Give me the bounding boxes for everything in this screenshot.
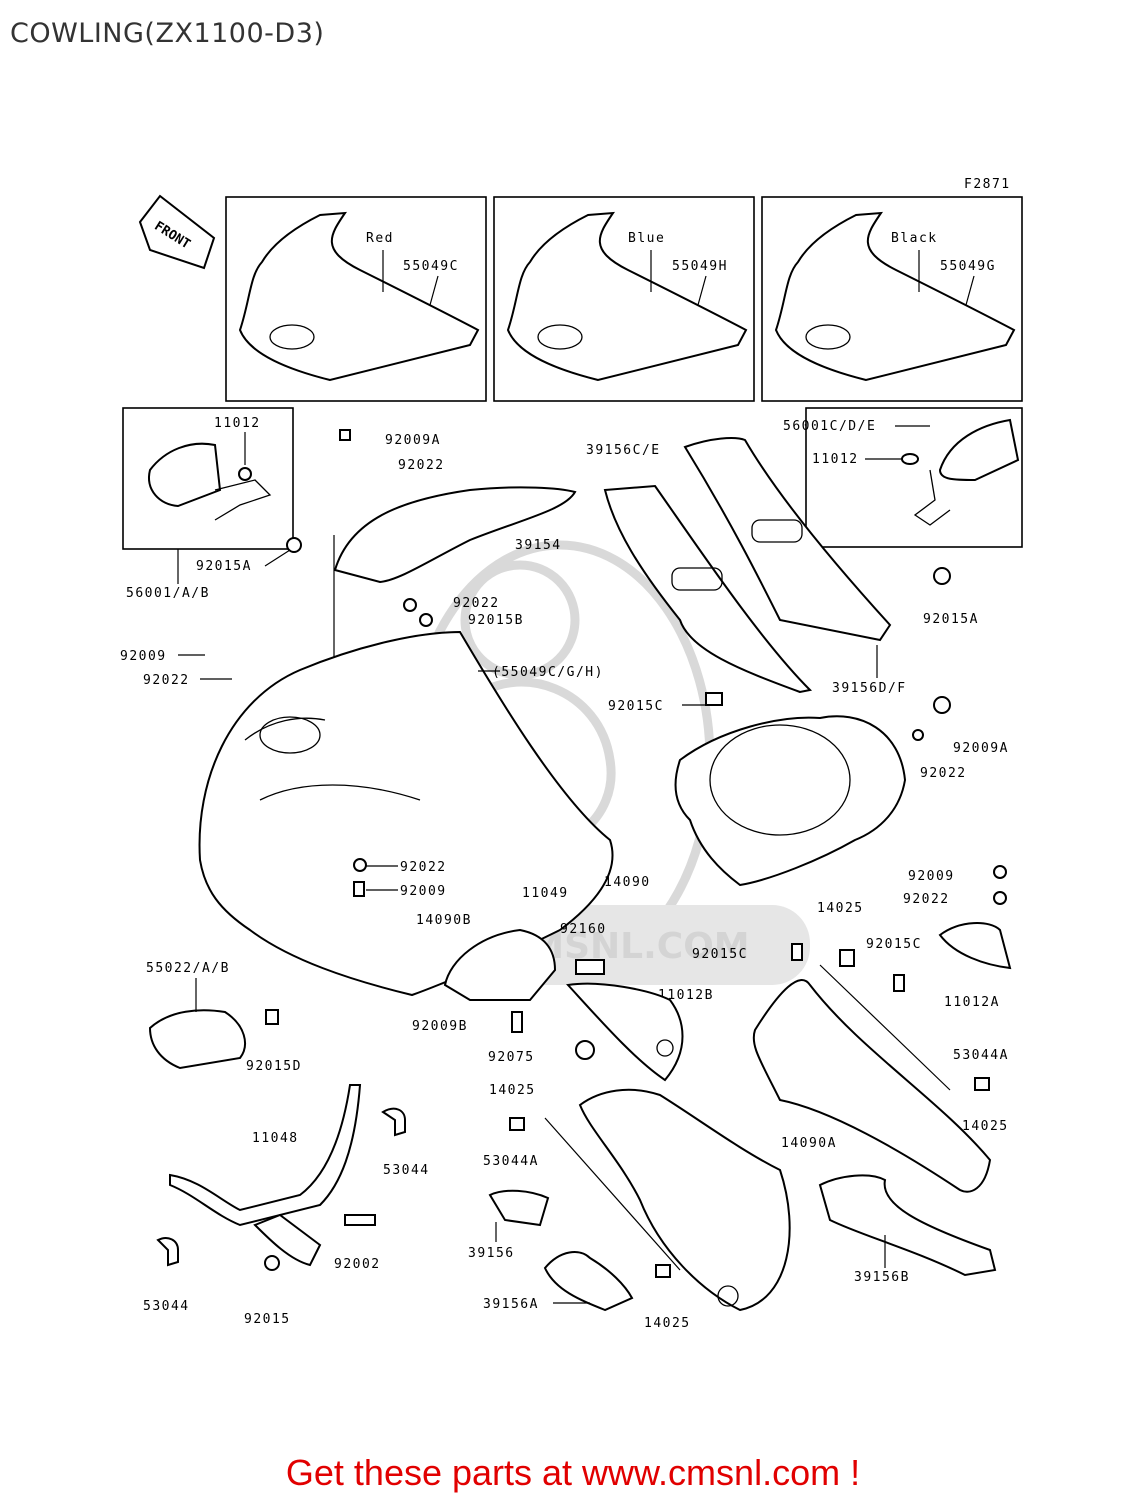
label-92009b: 92009B	[412, 1019, 468, 1034]
variant-box-blue: Blue 55049H	[493, 196, 755, 402]
variant-part-blue: 55049H	[672, 259, 728, 274]
part-14090b	[443, 928, 605, 1001]
label-14090a: 14090A	[781, 1136, 837, 1151]
label-92015: 92015	[244, 1312, 291, 1327]
part-11048	[156, 1084, 406, 1271]
variant-color-black: Black	[891, 231, 938, 246]
label-11012-left: 11012	[214, 416, 261, 431]
label-92009a-right: 92009A	[953, 741, 1009, 756]
label-39156ce: 39156C/E	[586, 443, 661, 458]
label-92022-right: 92022	[920, 766, 967, 781]
label-92009a-top: 92009A	[385, 433, 441, 448]
label-14025-d: 14025	[644, 1316, 691, 1331]
mirror-right	[805, 407, 1023, 585]
variant-box-black: Black 55049G	[761, 196, 1023, 402]
label-11012a: 11012A	[944, 995, 1000, 1010]
label-53044-a: 53044	[383, 1163, 430, 1178]
label-56001cde: 56001C/D/E	[783, 419, 876, 434]
cta-link[interactable]: Get these parts at www.cmsnl.com !	[285, 1452, 861, 1493]
label-92009-left: 92009	[120, 649, 167, 664]
label-92075: 92075	[488, 1050, 535, 1065]
label-11049: 11049	[522, 886, 569, 901]
page-title: COWLING(ZX1100-D3)	[10, 18, 325, 49]
label-14090b: 14090B	[416, 913, 472, 928]
label-14025-b: 14025	[962, 1119, 1009, 1134]
mirror-left	[122, 407, 302, 553]
variant-part-black: 55049G	[940, 259, 996, 274]
label-92009-r2: 92009	[908, 869, 955, 884]
label-11048: 11048	[252, 1131, 299, 1146]
label-92015a-left: 92015A	[196, 559, 252, 574]
label-56001ab: 56001/A/B	[126, 586, 210, 601]
label-92015b: 92015B	[468, 613, 524, 628]
part-39156ce	[603, 484, 813, 694]
variant-color-red: Red	[366, 231, 394, 246]
label-11012-right: 11012	[812, 452, 859, 467]
label-11012b: 11012B	[658, 988, 714, 1003]
label-92022-top: 92022	[398, 458, 445, 473]
label-92022-b: 92022	[453, 596, 500, 611]
label-39154: 39154	[515, 538, 562, 553]
part-11012b	[566, 982, 684, 1082]
part-39156-pads	[488, 1174, 997, 1312]
label-39156df: 39156D/F	[832, 681, 907, 696]
label-92009-mid: 92009	[400, 884, 447, 899]
part-upper-cowling	[198, 630, 614, 997]
label-92015c-a: 92015C	[608, 699, 664, 714]
label-92015c-c: 92015C	[866, 937, 922, 952]
label-14025-c: 14025	[489, 1083, 536, 1098]
label-39156: 39156	[468, 1246, 515, 1261]
label-92015d: 92015D	[246, 1059, 302, 1074]
figure-code: F2871	[964, 177, 1011, 192]
label-92015c-b: 92015C	[692, 947, 748, 962]
label-53044a-l: 53044A	[483, 1154, 539, 1169]
label-14090: 14090	[604, 875, 651, 890]
label-92022-mid: 92022	[400, 860, 447, 875]
label-55022ab: 55022/A/B	[146, 961, 230, 976]
front-arrow-icon: FRONT	[138, 194, 216, 270]
part-14090	[674, 715, 907, 887]
label-39156b: 39156B	[854, 1270, 910, 1285]
label-14025-a: 14025	[817, 901, 864, 916]
part-39156df	[683, 437, 892, 642]
variant-box-red: Red 55049C	[225, 196, 487, 402]
label-92002: 92002	[334, 1257, 381, 1272]
variant-color-blue: Blue	[628, 231, 665, 246]
label-92160: 92160	[560, 922, 607, 937]
label-53044a-r: 53044A	[953, 1048, 1009, 1063]
label-39156a: 39156A	[483, 1297, 539, 1312]
label-53044-b: 53044	[143, 1299, 190, 1314]
variant-part-red: 55049C	[403, 259, 459, 274]
label-92022-r2: 92022	[903, 892, 950, 907]
label-55049cgh: (55049C/G/H)	[492, 665, 604, 680]
label-92015a-right: 92015A	[923, 612, 979, 627]
part-14090a	[578, 979, 992, 1312]
part-55022	[148, 1009, 279, 1070]
label-92022-left: 92022	[143, 673, 190, 688]
